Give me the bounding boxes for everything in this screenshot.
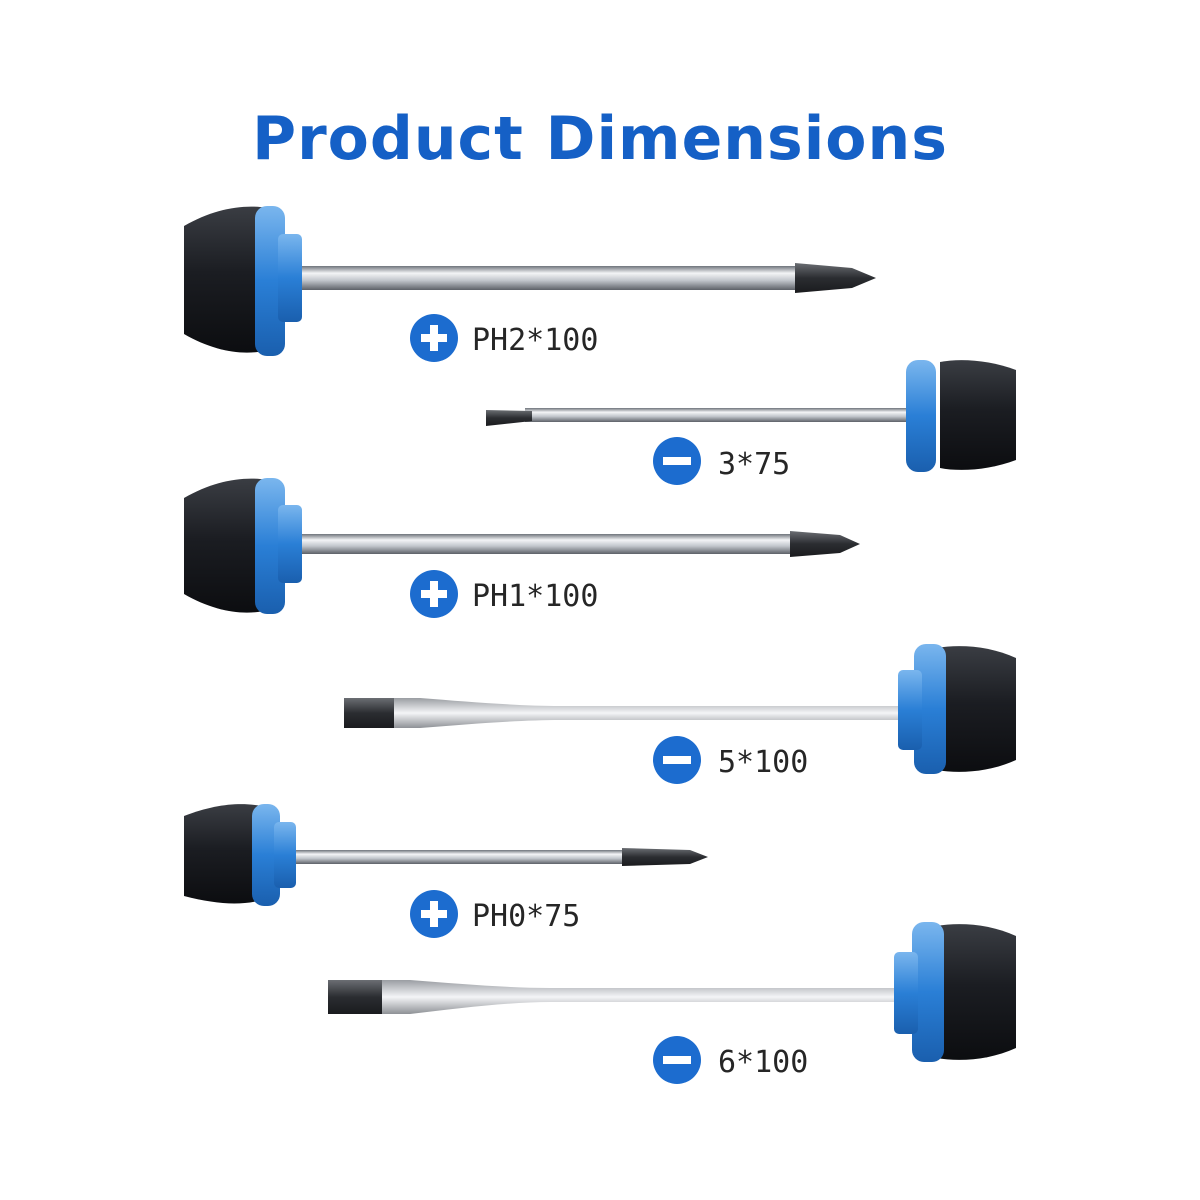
shaft (296, 534, 796, 554)
minus-icon (663, 1056, 691, 1064)
blue-collar (898, 670, 922, 750)
handle (184, 478, 268, 613)
label-6-100: 6*100 (718, 1045, 808, 1080)
handle (940, 360, 1016, 470)
blue-ring (912, 922, 944, 1062)
blue-ring (906, 360, 936, 472)
minus-icon (663, 756, 691, 764)
phillips-tip (795, 263, 876, 293)
badge-minus (653, 437, 701, 485)
blue-ring (255, 478, 285, 614)
slotted-tip (344, 698, 394, 728)
handle (184, 804, 262, 904)
shaft (525, 408, 920, 422)
page-title: Product Dimensions (252, 104, 948, 174)
plus-icon (421, 901, 447, 927)
label-ph1-100: PH1*100 (472, 579, 598, 614)
minus-icon (663, 457, 691, 465)
slotted-blade (344, 698, 905, 728)
screwdriver-6-100 (328, 922, 1016, 1062)
shaft (296, 266, 801, 290)
slotted-tip (328, 980, 382, 1014)
label-ph2-100: PH2*100 (472, 323, 598, 358)
blue-collar (894, 952, 918, 1034)
badge-plus (410, 314, 458, 362)
blue-collar (278, 505, 302, 583)
screwdriver-ph1-100 (184, 478, 860, 614)
badge-plus (410, 890, 458, 938)
shaft (294, 850, 634, 864)
screwdriver-5-100 (344, 644, 1016, 774)
slotted-blade (328, 980, 900, 1014)
screwdriver-ph2-100 (184, 206, 876, 356)
screwdriver-ph0-75 (184, 804, 708, 906)
badge-minus (653, 736, 701, 784)
blue-collar (278, 234, 302, 322)
handle (184, 206, 268, 353)
label-3-75: 3*75 (718, 447, 790, 482)
handle (936, 646, 1016, 772)
label-5-100: 5*100 (718, 745, 808, 780)
blue-ring (255, 206, 285, 356)
plus-icon (421, 325, 447, 351)
slotted-tip (486, 410, 532, 426)
phillips-tip (622, 848, 708, 866)
badge-plus (410, 570, 458, 618)
plus-icon (421, 581, 447, 607)
blue-collar (274, 822, 296, 888)
screwdriver-3-75 (486, 360, 1016, 472)
blue-ring (252, 804, 280, 906)
label-ph0-75: PH0*75 (472, 899, 580, 934)
phillips-tip (790, 531, 860, 557)
badge-minus (653, 1036, 701, 1084)
handle (936, 924, 1016, 1060)
